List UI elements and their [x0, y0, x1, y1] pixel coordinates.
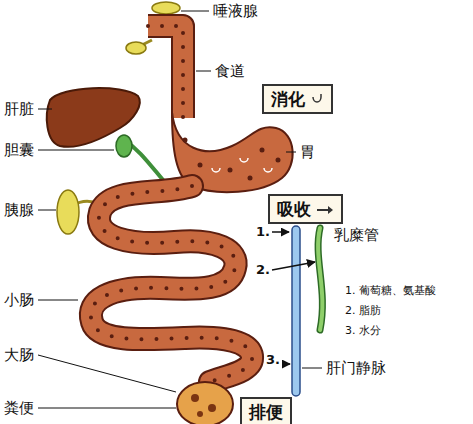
organ-label: 食道	[215, 62, 245, 80]
legend-note: 2. 脂肪	[345, 304, 381, 318]
organ-label: 小肠	[4, 291, 34, 309]
esophagus	[148, 26, 183, 118]
enzyme-marks	[212, 158, 272, 172]
lacteal	[318, 228, 322, 330]
leader-line	[38, 11, 322, 408]
callout-number: 2.	[256, 262, 270, 278]
organ-label: 大肠	[4, 346, 34, 364]
box-text: 排便	[249, 402, 283, 422]
organ-label: 粪便	[4, 399, 34, 417]
box-icon	[311, 199, 334, 219]
legend-note: 1. 葡萄糖、氨基酸	[345, 284, 436, 298]
vessel-label: 乳糜管	[334, 226, 379, 244]
organ-label: 胰腺	[4, 201, 34, 219]
organ-label: 胆囊	[4, 141, 34, 159]
callout-number: 3.	[266, 352, 280, 368]
box-icon	[305, 89, 324, 109]
process-box: 排便	[240, 397, 292, 424]
vessel-label: 肝门静脉	[326, 359, 386, 377]
stomach-spots	[183, 138, 281, 181]
enzyme-icon	[310, 93, 324, 107]
absorption-arrow	[272, 232, 315, 364]
lacteal	[318, 228, 322, 330]
portal-vein	[292, 226, 300, 396]
feces	[191, 394, 216, 417]
organ-label: 唾液腺	[213, 2, 258, 20]
organ-label: 胃	[300, 143, 315, 161]
arrow-icon	[316, 205, 334, 215]
gallbladder	[116, 135, 132, 157]
box-text: 吸收	[277, 199, 311, 219]
small-intestine	[91, 186, 252, 382]
process-box: 消化	[262, 84, 333, 114]
organ-label: 肝脏	[4, 100, 34, 118]
pancreas	[57, 190, 79, 234]
rectum	[177, 382, 233, 424]
callout-number: 1.	[256, 224, 270, 240]
process-box: 吸收	[268, 194, 343, 224]
box-text: 消化	[271, 89, 305, 109]
legend-note: 3. 水分	[345, 324, 381, 338]
